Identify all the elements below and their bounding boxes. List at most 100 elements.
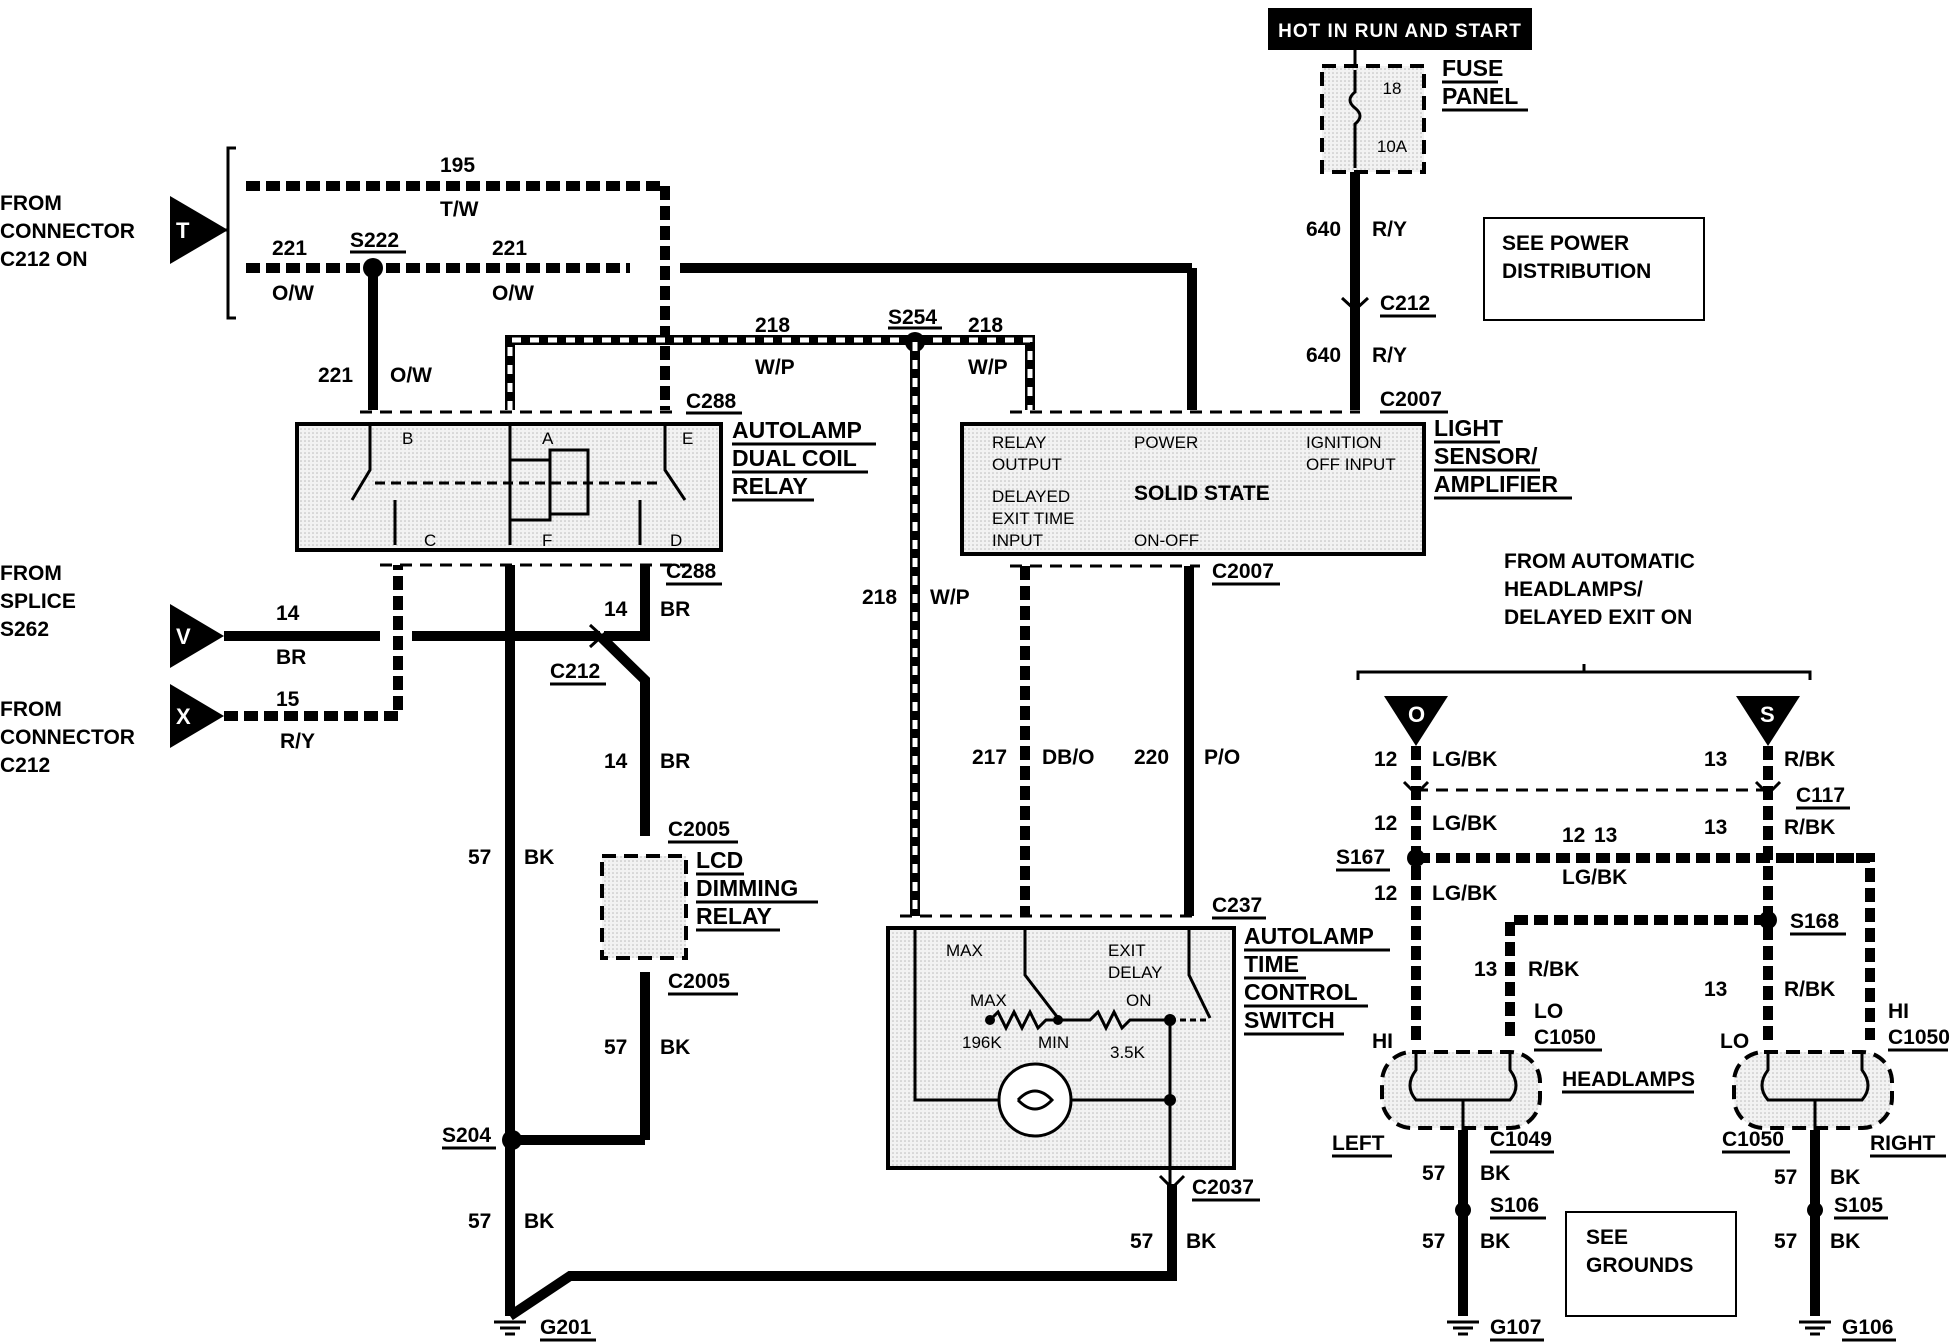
wire-bk-label-7: BK bbox=[1830, 1166, 1860, 1189]
wire-wp-label-2: W/P bbox=[968, 356, 1008, 379]
from-t-text-3: C212 ON bbox=[0, 248, 88, 271]
sensor-relay-output: RELAY bbox=[992, 433, 1047, 452]
from-t-text: FROM bbox=[0, 192, 62, 215]
ground-g201-icon bbox=[494, 1320, 526, 1336]
wire-12-label-4: 12 bbox=[1374, 882, 1397, 905]
wire-ow-label: O/W bbox=[272, 282, 314, 305]
sensor-relay-output-2: OUTPUT bbox=[992, 455, 1062, 474]
connector-x-arrow bbox=[170, 684, 224, 748]
c1050-right: C1050 bbox=[1888, 1026, 1950, 1049]
wire-lgbk-label-2: LG/BK bbox=[1432, 812, 1497, 835]
c117-label: C117 bbox=[1796, 784, 1845, 807]
s105-label: S105 bbox=[1834, 1194, 1883, 1217]
lcd-label: LCD bbox=[696, 847, 743, 873]
splice-s105 bbox=[1807, 1202, 1823, 1218]
hot-banner bbox=[1268, 8, 1532, 50]
switch-label-3: CONTROL bbox=[1244, 979, 1358, 1005]
sensor-power: POWER bbox=[1134, 433, 1198, 452]
wire-rbk-label-2: R/BK bbox=[1784, 816, 1835, 839]
wire-218-label: 218 bbox=[755, 314, 790, 337]
ground-g106-icon bbox=[1799, 1320, 1831, 1336]
wire-rbk-label: R/BK bbox=[1784, 748, 1835, 771]
headlamps-label: HEADLAMPS bbox=[1562, 1068, 1695, 1091]
light-sensor-amplifier bbox=[960, 422, 1426, 556]
autolamp-time-control-switch bbox=[886, 926, 1236, 1170]
pin-d: D bbox=[670, 531, 682, 550]
right-lo-label: LO bbox=[1720, 1030, 1749, 1053]
wire-wp-label: W/P bbox=[755, 356, 795, 379]
wire-640-label: 640 bbox=[1306, 218, 1341, 241]
letter-v: V bbox=[176, 624, 191, 649]
letter-x: X bbox=[176, 704, 191, 729]
switch-min: MIN bbox=[1038, 1033, 1069, 1052]
see-grounds-text-2: GROUNDS bbox=[1586, 1254, 1693, 1277]
sensor-off-input: OFF INPUT bbox=[1306, 455, 1396, 474]
wire-15-label: 15 bbox=[276, 688, 300, 711]
pin-a: A bbox=[542, 429, 554, 448]
switch-internals bbox=[913, 930, 1212, 1185]
pin-e: E bbox=[682, 429, 693, 448]
c2005-top: C2005 bbox=[668, 818, 730, 841]
sensor-on-off: ON-OFF bbox=[1134, 531, 1199, 550]
sensor-label: LIGHT bbox=[1434, 415, 1503, 441]
wire-220-label: 220 bbox=[1134, 746, 1169, 769]
switch-35k: 3.5K bbox=[1110, 1043, 1146, 1062]
wire-14-label-2: 14 bbox=[604, 598, 628, 621]
left-lo-label: LO bbox=[1534, 1000, 1563, 1023]
wire-br-label: BR bbox=[276, 646, 306, 669]
sensor-exit-time: EXIT TIME bbox=[992, 509, 1075, 528]
from-x-text-3: C212 bbox=[0, 754, 50, 777]
s204-label: S204 bbox=[442, 1124, 491, 1147]
g201-label: G201 bbox=[540, 1316, 592, 1339]
wire-57-label-5: 57 bbox=[1422, 1162, 1445, 1185]
wire-ry-label: R/Y bbox=[1372, 218, 1407, 241]
relay-label-2: DUAL COIL bbox=[732, 445, 857, 471]
wire-ry-label-2: R/Y bbox=[1372, 344, 1407, 367]
letter-o: O bbox=[1408, 702, 1425, 727]
wire-218-label-3: 218 bbox=[862, 586, 897, 609]
splice-s204 bbox=[502, 1130, 522, 1150]
c288-bottom: C288 bbox=[666, 560, 717, 583]
pin-c: C bbox=[424, 531, 436, 550]
wire-217-label: 217 bbox=[972, 746, 1007, 769]
wire-bk-label-6: BK bbox=[1480, 1230, 1510, 1253]
see-grounds-box bbox=[1565, 1211, 1737, 1317]
left-hi-label: HI bbox=[1372, 1030, 1393, 1053]
switch-delay: DELAY bbox=[1108, 963, 1163, 982]
wire-br-label-3: BR bbox=[660, 750, 690, 773]
from-auto-text: FROM AUTOMATIC bbox=[1504, 550, 1695, 573]
pin-f: F bbox=[542, 531, 552, 550]
wire-wp-label-3: W/P bbox=[930, 586, 970, 609]
wire-221-label: 221 bbox=[272, 237, 307, 260]
c2007-top: C2007 bbox=[1380, 388, 1442, 411]
wire-12-label-2: 12 bbox=[1374, 812, 1397, 835]
fuse-icon bbox=[1348, 70, 1362, 168]
wire-bk-label-2: BK bbox=[524, 846, 554, 869]
c288-top: C288 bbox=[686, 390, 737, 413]
wire-13-label-2: 13 bbox=[1704, 816, 1727, 839]
wire-ry-label-3: R/Y bbox=[280, 730, 315, 753]
left-headlamp bbox=[1380, 1050, 1542, 1130]
wire-57-label-7: 57 bbox=[1774, 1166, 1797, 1189]
c237-label: C237 bbox=[1212, 894, 1262, 917]
wire-lgbk-label-4: LG/BK bbox=[1432, 882, 1497, 905]
connector-o-arrow bbox=[1384, 696, 1448, 746]
wire-bk-label-8: BK bbox=[1830, 1230, 1860, 1253]
wire-tw-label: T/W bbox=[440, 198, 479, 221]
fuse-rating: 10A bbox=[1377, 137, 1408, 156]
s222-label: S222 bbox=[350, 229, 399, 252]
wire-14-label-3: 14 bbox=[604, 750, 628, 773]
hot-banner-text: HOT IN RUN AND START bbox=[1278, 21, 1522, 42]
wire-221-label-3: 221 bbox=[318, 364, 353, 387]
switch-max: MAX bbox=[970, 991, 1007, 1010]
from-v-text: FROM bbox=[0, 562, 62, 585]
bulb-icon bbox=[1016, 1089, 1055, 1111]
fuse-panel-box bbox=[1320, 64, 1426, 174]
wire-57-label-3: 57 bbox=[468, 1210, 491, 1233]
see-power-box bbox=[1483, 217, 1705, 321]
c2005-bottom: C2005 bbox=[668, 970, 730, 993]
s254-label: S254 bbox=[888, 306, 937, 329]
pin-b: B bbox=[402, 429, 413, 448]
wire-195-label: 195 bbox=[440, 154, 475, 177]
